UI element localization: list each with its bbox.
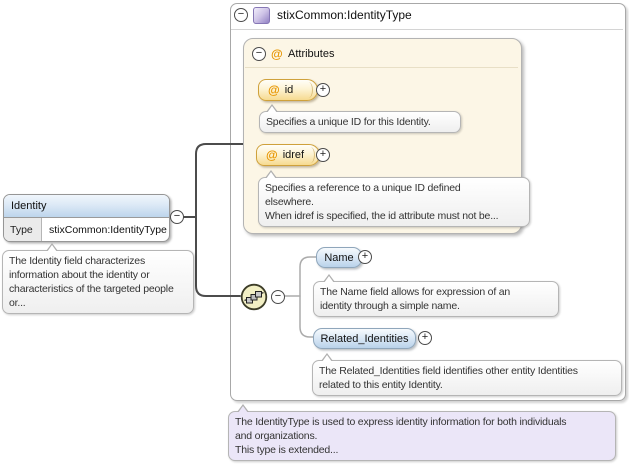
attribute-at-icon: @ bbox=[266, 148, 278, 162]
expand-toggle-idref[interactable]: + bbox=[316, 148, 330, 162]
expand-toggle-name[interactable]: + bbox=[358, 250, 372, 264]
name-tooltip: The Name field allows for expression of … bbox=[313, 274, 559, 317]
collapse-toggle-sequence[interactable]: − bbox=[271, 290, 285, 304]
expand-toggle-related-identities[interactable]: + bbox=[418, 331, 432, 345]
sequence-compositor-icon[interactable] bbox=[240, 283, 268, 311]
identity-element-title[interactable]: Identity bbox=[4, 195, 169, 218]
attributes-header-separator bbox=[245, 67, 518, 68]
idref-tooltip: Specifies a reference to a unique ID def… bbox=[258, 170, 530, 227]
attribute-name: idref bbox=[282, 149, 305, 161]
attributes-section-title: Attributes bbox=[288, 48, 335, 60]
element-name: Name bbox=[324, 251, 354, 264]
attribute-at-icon: @ bbox=[268, 83, 280, 97]
collapse-toggle-identity[interactable]: − bbox=[170, 210, 184, 224]
id-tooltip: Specifies a unique ID for this Identity. bbox=[259, 104, 461, 133]
attribute-box-idref[interactable]: @ idref bbox=[256, 144, 320, 166]
type-label: Type bbox=[4, 218, 42, 241]
related-identities-tooltip: The Related_Identities field identifies … bbox=[312, 353, 622, 396]
collapse-toggle-type-container[interactable]: − bbox=[234, 8, 248, 22]
complex-type-icon bbox=[253, 7, 270, 24]
attribute-name: id bbox=[284, 84, 294, 96]
type-container-title: stixCommon:IdentityType bbox=[277, 8, 412, 22]
type-value[interactable]: stixCommon:IdentityType bbox=[49, 223, 167, 236]
expand-toggle-id[interactable]: + bbox=[316, 83, 330, 97]
attribute-at-icon: @ bbox=[271, 47, 283, 61]
container-title-separator bbox=[231, 29, 623, 30]
element-box-name[interactable]: Name bbox=[316, 247, 362, 268]
collapse-toggle-attributes[interactable]: − bbox=[252, 47, 266, 61]
identity-element-box[interactable]: Identity Type stixCommon:IdentityType bbox=[3, 194, 170, 242]
identity-type-row: Type stixCommon:IdentityType bbox=[4, 218, 169, 241]
element-name: Related_Identities bbox=[320, 332, 409, 345]
identity-tooltip: The Identity field characterizes informa… bbox=[2, 243, 194, 314]
attribute-box-id[interactable]: @ id bbox=[258, 79, 318, 101]
type-annotation-tooltip: The IdentityType is used to express iden… bbox=[228, 404, 616, 461]
element-box-related-identities[interactable]: Related_Identities bbox=[313, 328, 416, 349]
